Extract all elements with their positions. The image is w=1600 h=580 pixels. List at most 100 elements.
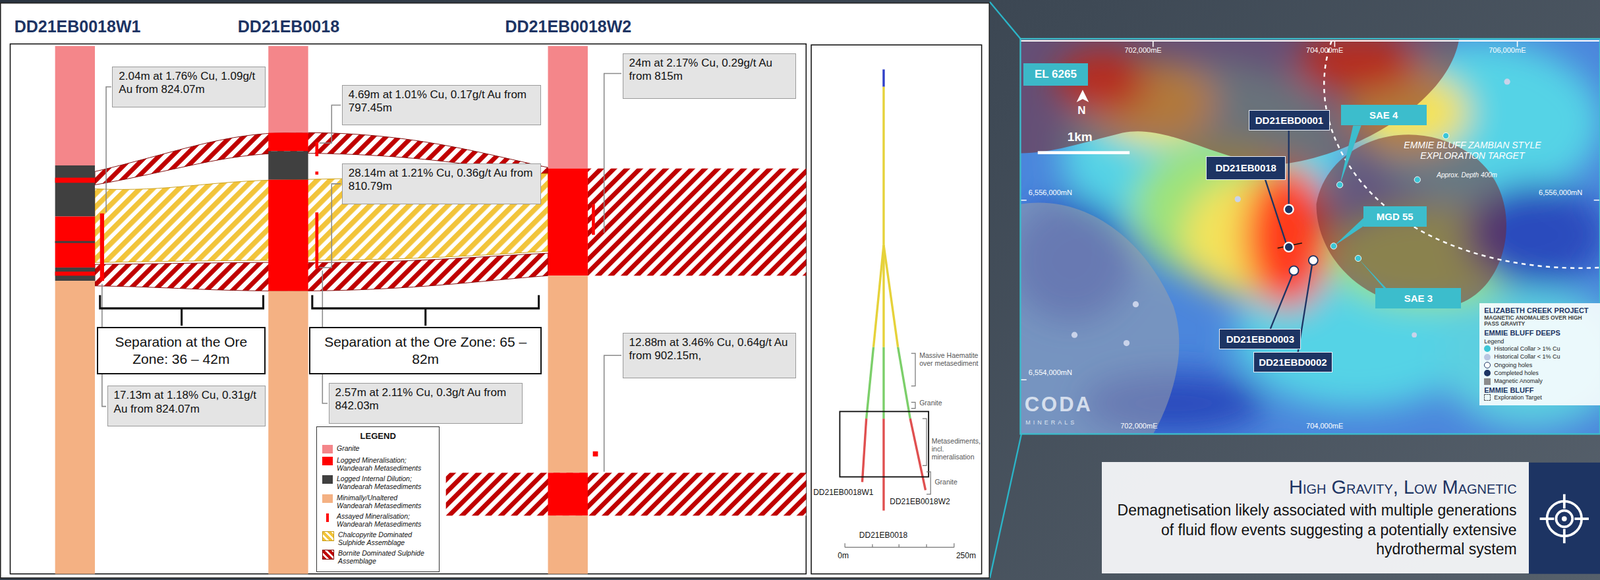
legend-heading: LEGEND — [322, 430, 434, 441]
legend-entry: Completed holes — [1484, 369, 1596, 377]
legend-entry: Bornite Dominated Sulphide Assemblage — [322, 548, 434, 565]
legend-entry: Historical Collar < 1% Cu — [1484, 353, 1596, 360]
node-text: 28.14m at 1.21% Cu, 0.36g/t Au from 810.… — [348, 166, 535, 194]
logo-text: MINERALS — [1025, 419, 1077, 426]
drillhole-tag: DD21EB0018 — [1205, 156, 1286, 180]
section-label: DD21EB0018W2 — [889, 496, 950, 507]
node-text: 12.88m at 3.46% Cu, 0.64g/t Au from 902.… — [629, 336, 790, 364]
legend-swatch — [322, 531, 335, 542]
legend-entry: Exploration Target — [1484, 394, 1596, 401]
info-panel: High Gravity, Low MagneticDemagnetisatio… — [1101, 461, 1529, 574]
legend-swatch — [1484, 353, 1491, 361]
legend-text: Assayed Mineralisation; Wandearah Metase… — [336, 512, 434, 528]
legend-swatch — [1484, 369, 1491, 377]
grid-coordinate: 6,554,000mN — [1028, 368, 1073, 377]
node-text: DD21EB0018 — [1211, 162, 1281, 174]
logo-text: CODA — [1024, 392, 1093, 417]
map-legend: ELIZABETH CREEK PROJECTMAGNETIC ANOMALIE… — [1479, 303, 1600, 406]
target-note: Approx. Depth 400m — [1436, 171, 1498, 179]
node-text: 2.04m at 1.76% Cu, 1.09g/t Au from 824.0… — [118, 69, 259, 97]
legend-swatch — [322, 444, 333, 454]
legend-text: Historical Collar > 1% Cu — [1493, 345, 1560, 352]
grid-coordinate: 702,000mE — [1124, 46, 1162, 55]
assay-callout: 2.04m at 1.76% Cu, 1.09g/t Au from 824.0… — [112, 66, 265, 108]
grid-coordinate: 704,000mE — [1306, 421, 1343, 430]
section-label: 250m — [956, 550, 976, 561]
hole-name: DD21EB0018W2 — [504, 17, 632, 37]
panel-title: High Gravity, Low Magnetic — [1113, 476, 1517, 499]
node-text: SAE 4 — [1345, 109, 1423, 121]
legend-text: Chalcopyrite Dominated Sulphide Assembla… — [338, 530, 434, 547]
assay-callout: 28.14m at 1.21% Cu, 0.36g/t Au from 810.… — [342, 163, 542, 205]
legend-text: Minimally/Unaltered Wandearah Metasedime… — [336, 493, 434, 510]
section-label: 0m — [837, 550, 849, 561]
separation-box: Separation at the Ore Zone: 65 – 82m — [309, 326, 542, 375]
node-text: Separation at the Ore Zone: 65 – 82m — [315, 333, 536, 368]
legend-entry: Assayed Mineralisation; Wandearah Metase… — [322, 512, 434, 528]
legend-text: Historical Collar < 1% Cu — [1493, 353, 1560, 360]
node-text: MGD 55 — [1368, 210, 1423, 223]
legend-entry: Magnetic Anomaly — [1484, 377, 1596, 385]
drillhole-tag: DD21EBD0002 — [1253, 351, 1334, 373]
target-label: EMMIE BLUFF ZAMBIAN STYLE EXPLORATION TA… — [1395, 139, 1549, 161]
legend-swatch — [322, 494, 333, 503]
legend-text: Granite — [336, 444, 360, 453]
legend-heading: Legend — [1484, 338, 1596, 345]
section-note: Granite — [919, 398, 942, 407]
legend-entry: Logged Internal Dilution; Wandearah Meta… — [322, 474, 434, 491]
drillhole-tag: DD21EBD0003 — [1219, 328, 1301, 350]
legend-text: Exploration Target — [1493, 394, 1542, 401]
node-text: 4.69m at 1.01% Cu, 0.17g/t Au from 797.4… — [348, 88, 535, 116]
node-text: DD21EBD0001 — [1254, 114, 1324, 126]
assay-callout: 4.69m at 1.01% Cu, 0.17g/t Au from 797.4… — [342, 85, 542, 126]
collar-tag: SAE 4 — [1341, 104, 1427, 126]
assay-callout: 24m at 2.17% Cu, 0.29g/t Au from 815m — [622, 53, 797, 100]
legend-text: Bornite Dominated Sulphide Assemblage — [338, 548, 434, 565]
grid-coordinate: 704,000mE — [1306, 46, 1343, 55]
legend-entry: Logged Mineralisation; Wandearah Metased… — [322, 456, 434, 472]
legend-swatch — [1484, 378, 1491, 385]
section-label: DD21EB0018W1 — [813, 487, 874, 497]
node-text: Separation at the Ore Zone: 36 – 42m — [103, 333, 259, 368]
node-text: Demagnetisation likely associated with m… — [1113, 500, 1517, 559]
legend-text: Completed holes — [1493, 369, 1539, 377]
drillhole-tag: DD21EBD0001 — [1248, 110, 1330, 131]
legend-entry: Historical Collar > 1% Cu — [1484, 345, 1596, 352]
legend-text: Ongoing holes — [1493, 361, 1533, 369]
section-note: Metasediments, incl. mineralisation — [931, 436, 986, 461]
node-text: 17.13m at 1.18% Cu, 0.31g/t Au from 824.… — [114, 388, 259, 416]
assay-callout: 2.57m at 2.11% Cu, 0.3g/t Au from 842.03… — [328, 382, 523, 424]
node-text: 2.57m at 2.11% Cu, 0.3g/t Au from 842.03… — [335, 386, 516, 414]
north-arrow: N — [1077, 104, 1086, 118]
legend-swatch — [1484, 394, 1491, 401]
assay-callout: 12.88m at 3.46% Cu, 0.64g/t Au from 902.… — [622, 332, 797, 379]
grid-coordinate: 706,000mE — [1488, 46, 1526, 55]
legend-entry: Minimally/Unaltered Wandearah Metasedime… — [322, 493, 434, 510]
legend-text: Magnetic Anomaly — [1493, 377, 1543, 385]
grid-coordinate: 6,556,000mN — [1538, 188, 1583, 197]
section-note: Granite — [934, 477, 957, 486]
legend-swatch — [1484, 345, 1491, 352]
hole-name: DD21EB0018 — [237, 17, 340, 37]
legend-box: LEGEND GraniteLogged Mineralisation; Wand… — [316, 426, 440, 572]
legend-swatch — [322, 475, 333, 484]
legend-heading: MAGNETIC ANOMALIES OVER HIGH PASS GRAVIT… — [1484, 314, 1596, 329]
legend-heading: EMMIE BLUFF — [1484, 386, 1596, 395]
collar-tag: MGD 55 — [1363, 206, 1427, 227]
collar-tag: SAE 3 — [1375, 287, 1461, 309]
node-text: SAE 3 — [1379, 292, 1457, 304]
separation-box: Separation at the Ore Zone: 36 – 42m — [96, 326, 265, 375]
hole-name: DD21EB0018W1 — [14, 17, 142, 37]
section-label: DD21EB0018 — [859, 530, 908, 540]
node-text: DD21EBD0002 — [1258, 356, 1328, 368]
legend-swatch — [322, 549, 335, 560]
legend-text: Logged Internal Dilution; Wandearah Meta… — [336, 474, 434, 491]
grid-coordinate: 6,556,000mN — [1028, 188, 1073, 197]
legend-entry: Granite — [322, 444, 434, 454]
scale-label: 1km — [1067, 129, 1093, 145]
legend-swatch — [1484, 361, 1491, 369]
legend-swatch — [322, 512, 333, 522]
legend-swatch — [322, 456, 333, 466]
legend-entry: Ongoing holes — [1484, 361, 1596, 369]
legend-text: Logged Mineralisation; Wandearah Metased… — [336, 456, 434, 472]
